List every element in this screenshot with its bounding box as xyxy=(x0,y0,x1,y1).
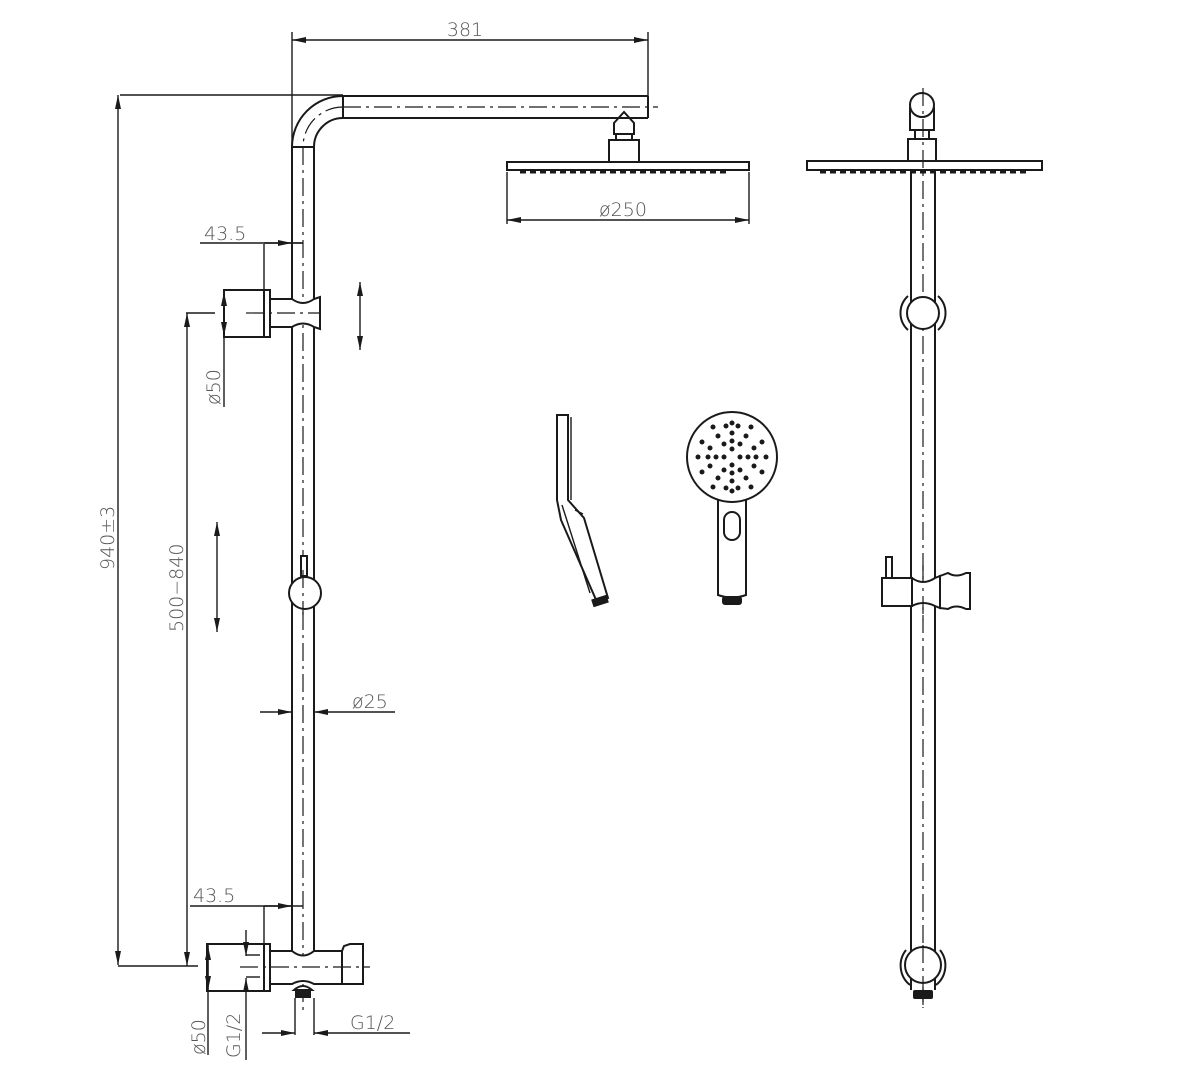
upper-bracket-diameter-label: ø50 xyxy=(203,369,225,405)
shower-rail-front xyxy=(910,88,936,1005)
inlet-thread-label: G1/2 xyxy=(223,1013,245,1058)
lower-bracket-diameter-label: ø50 xyxy=(188,1019,210,1055)
rain-shower-head-side: ø250 xyxy=(506,110,750,224)
total-height-label: 940±3 xyxy=(97,506,119,570)
lower-bracket-front xyxy=(899,945,947,1008)
adjust-range-dimension: 500−840 xyxy=(166,312,220,966)
lower-mixer-assembly: 43.5 ø50 G1/2 G1/2 xyxy=(188,885,410,1060)
upper-bracket-front xyxy=(899,295,947,331)
adjust-range-label: 500−840 xyxy=(166,544,188,632)
outlet-thread-label: G1/2 xyxy=(350,1012,395,1034)
slider-knob-side xyxy=(288,555,322,615)
shower-arm xyxy=(120,94,658,148)
arm-length-dimension: 381 xyxy=(291,19,649,150)
front-arm-connector xyxy=(907,92,937,162)
spray-nozzles xyxy=(695,420,769,494)
rain-shower-head-front xyxy=(806,160,1043,174)
side-view: 381 ø250 xyxy=(97,19,750,1060)
upper-bracket-offset-label: 43.5 xyxy=(204,223,246,245)
total-height-dimension: 940±3 xyxy=(97,95,198,967)
rain-head-diameter-label: ø250 xyxy=(599,199,647,221)
lower-bracket-offset-label: 43.5 xyxy=(193,885,235,907)
rail-diameter-label: ø25 xyxy=(352,691,388,713)
front-view xyxy=(806,88,1043,1008)
arm-length-label: 381 xyxy=(447,19,483,41)
hand-shower-side-view xyxy=(556,414,610,608)
upper-wall-bracket: 43.5 ø50 xyxy=(200,223,363,407)
rail-diameter-dimension: ø25 xyxy=(260,691,395,715)
hand-shower-front-view xyxy=(686,411,778,605)
slider-front xyxy=(881,556,971,620)
